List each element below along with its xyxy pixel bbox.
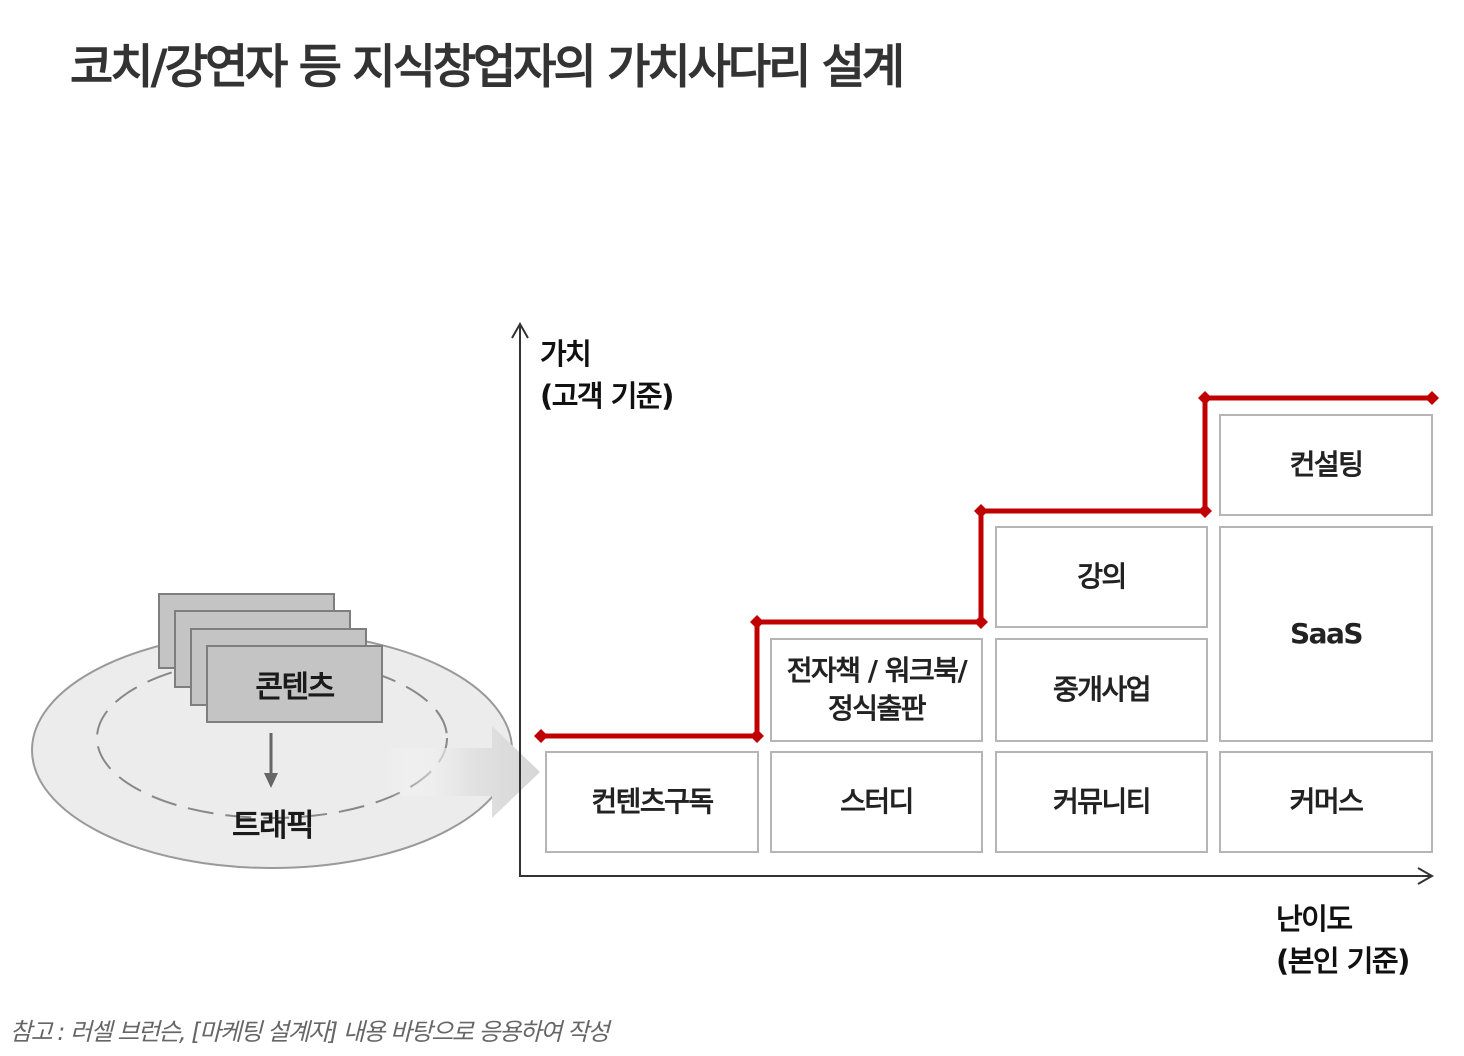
box-ebook-publishing: 전자책 / 워크북/ 정식출판 <box>770 638 983 742</box>
x-axis-arrowhead <box>1417 867 1435 885</box>
y-axis-label-line2: (고객 기준) <box>540 379 674 413</box>
content-label: 콘텐츠 <box>255 670 335 705</box>
content-card-front <box>206 645 383 723</box>
ladder-marker <box>534 729 548 743</box>
ladder-marker <box>974 615 988 629</box>
y-axis-arrowhead <box>511 321 529 339</box>
box-consulting: 컨설팅 <box>1219 414 1433 516</box>
box-study: 스터디 <box>770 751 983 853</box>
box-community: 커뮤니티 <box>995 751 1208 853</box>
page-title: 코치/강연자 등 지식창업자의 가치사다리 설계 <box>70 40 905 95</box>
x-axis-label: 난이도 (본인 기준) <box>1276 898 1410 982</box>
ladder-marker <box>1198 391 1212 405</box>
down-arrow-head <box>264 773 278 788</box>
ladder-marker <box>750 729 764 743</box>
flow-arrow <box>385 726 540 818</box>
ladder-marker <box>974 504 988 518</box>
y-axis-label: 가치 (고객 기준) <box>540 333 674 417</box>
ladder-marker <box>1425 391 1439 405</box>
ladder-markers <box>534 391 1439 743</box>
traffic-label: 트래픽 <box>231 807 315 844</box>
y-axis-label-line1: 가치 <box>540 337 592 371</box>
box-brokerage: 중개사업 <box>995 638 1208 742</box>
ladder-marker <box>1198 504 1212 518</box>
ladder-marker <box>750 615 764 629</box>
value-ladder-line <box>541 395 1432 739</box>
x-axis-label-line1: 난이도 <box>1276 902 1353 936</box>
box-commerce: 커머스 <box>1219 751 1433 853</box>
box-lecture: 강의 <box>995 526 1208 628</box>
x-axis-label-line2: (본인 기준) <box>1276 944 1410 978</box>
box-content-subscription: 컨텐츠구독 <box>545 751 759 853</box>
source-footnote: 참고 : 러셀 브런슨, [마케팅 설계자] 내용 바탕으로 응용하여 작성 <box>10 1018 610 1046</box>
box-saas: SaaS <box>1219 526 1433 742</box>
